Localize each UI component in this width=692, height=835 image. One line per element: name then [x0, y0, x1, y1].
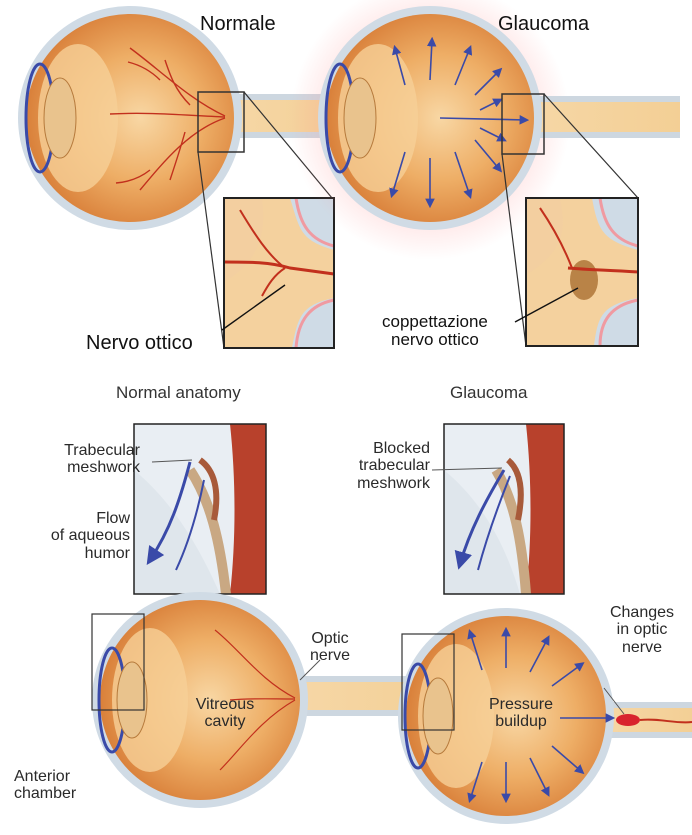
glaucoma-header: Glaucoma — [450, 384, 527, 402]
flow-line3: humor — [20, 545, 130, 562]
pressure-line2: buildup — [476, 713, 566, 730]
blocked-line1: Blocked — [330, 440, 430, 457]
anterior-line2: chamber — [14, 785, 76, 802]
normal-eye-bottom — [92, 592, 450, 808]
blocked-line3: meshwork — [330, 475, 430, 492]
flow-aqueous-label: Flow of aqueous humor — [20, 510, 130, 562]
trabecular-line1: Trabecular — [20, 442, 140, 459]
normal-nerve-inset — [222, 198, 334, 348]
blocked-trabecular-label: Blocked trabecular meshwork — [330, 440, 430, 492]
cupped-disc — [570, 260, 598, 300]
trabecular-line2: meshwork — [20, 459, 140, 476]
cupping-label-line2: nervo ottico — [382, 331, 488, 349]
normal-trabecular-inset — [134, 424, 266, 594]
changes-line1: Changes — [600, 604, 684, 621]
cupping-label: coppettazione nervo ottico — [382, 313, 488, 350]
changes-line2: in optic — [600, 621, 684, 638]
cupping-label-line1: coppettazione — [382, 313, 488, 331]
blocked-trabecular-inset — [432, 424, 564, 594]
flow-line2: of aqueous — [20, 527, 130, 544]
trabecular-meshwork-label: Trabecular meshwork — [20, 442, 140, 477]
optic-line1: Optic — [300, 630, 360, 647]
flow-line1: Flow — [20, 510, 130, 527]
anterior-line1: Anterior — [14, 768, 76, 785]
optic-nerve-label: Nervo ottico — [86, 333, 193, 355]
anterior-chamber-label: Anterior chamber — [14, 768, 76, 803]
pressure-line1: Pressure — [476, 696, 566, 713]
blocked-line2: trabecular — [330, 457, 430, 474]
changes-optic-nerve-label: Changes in optic nerve — [600, 604, 684, 656]
damaged-nerve-head — [616, 714, 640, 726]
glaucoma-title: Glaucoma — [498, 14, 589, 36]
normal-anatomy-header: Normal anatomy — [116, 384, 241, 402]
cupping-inset — [515, 198, 638, 346]
pressure-buildup-label: Pressure buildup — [476, 696, 566, 731]
optic-nerve-label-en: Optic nerve — [300, 630, 360, 665]
optic-line2: nerve — [300, 647, 360, 664]
vitreous-line1: Vitreous — [180, 696, 270, 713]
changes-line3: nerve — [600, 639, 684, 656]
vitreous-line2: cavity — [180, 713, 270, 730]
normal-title: Normale — [200, 14, 276, 36]
vitreous-cavity-label: Vitreous cavity — [180, 696, 270, 731]
